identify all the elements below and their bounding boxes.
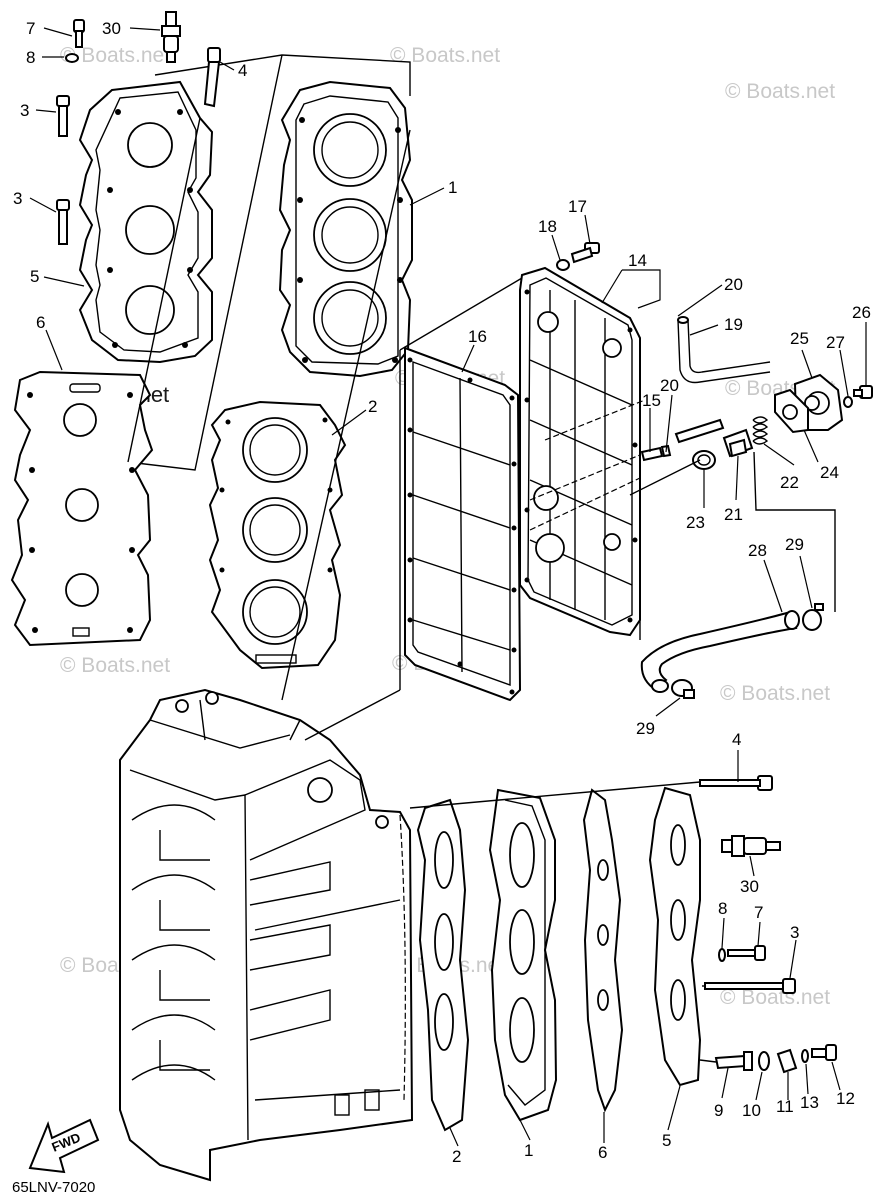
gasket-plate-bottom-6 [582,788,624,1113]
bolt-3-top-a [56,95,70,137]
bolt-7-bottom [727,945,766,961]
callout-15: 15 [642,391,661,410]
callout-20: 20 [724,275,743,294]
callout-2: 2 [368,397,377,416]
leader-lines [29,27,867,1147]
spark-plug-30-bottom [721,835,781,857]
bolt-4-top [203,47,221,108]
spring-22 [752,416,769,445]
callout-21: 21 [724,505,743,524]
callout-22: 22 [780,473,799,492]
callout-30: 30 [102,19,121,38]
callout-7: 7 [754,903,763,922]
watermark: © Boats.net [725,80,835,103]
callout-numbers: 7 30 8 4 3 3 5 6 1 2 17 18 14 20 19 26 2… [13,19,871,1166]
watermark: © Boats.net [720,986,830,1009]
spark-plug-30-top [161,11,181,63]
callout-16: 16 [468,327,487,346]
gasket-plate-top [10,370,154,647]
cap-11 [776,1048,798,1074]
callout-5: 5 [662,1131,671,1150]
bolt-3-top-b [56,199,70,245]
diagram-code: 65LNV-7020 [12,1179,95,1196]
callout-13: 13 [800,1093,819,1112]
pin-9 [714,1051,753,1071]
clamp-29-b [671,679,695,699]
hose-19 [677,316,771,384]
callout-18: 18 [538,217,557,236]
callout-11: 11 [776,1097,794,1116]
watermark: © Boats.net [60,44,170,67]
head-cover-top [278,80,413,378]
exhaust-cover-outer-top [78,80,214,364]
head-gasket-top [208,400,347,670]
thermostat-21 [722,428,754,458]
callout-6: 6 [36,313,45,332]
washer-8-top [65,53,79,63]
callout-29: 29 [636,719,655,738]
assembly-guide-lines [127,117,836,1063]
callout-8: 8 [718,899,727,918]
exhaust-cover-bottom-5 [648,786,702,1087]
assembly-bracket-line [127,54,283,471]
callout-4: 4 [238,61,247,80]
callout-14: 14 [628,251,647,270]
bolt-17 [570,242,600,264]
callout-27: 27 [826,333,845,352]
washer-10 [758,1051,770,1071]
pin-20 [674,418,725,444]
callout-4: 4 [732,730,741,749]
washer-27 [843,396,853,408]
clamp-29-a [802,603,824,631]
hose-28 [640,610,800,693]
callout-3: 3 [13,189,22,208]
callout-26: 26 [852,303,871,322]
seal-23 [692,450,716,470]
cylinder-block [119,688,414,1182]
callout-5: 5 [30,267,39,286]
callout-19: 19 [724,315,743,334]
washer-13 [801,1049,809,1063]
callout-25: 25 [790,329,809,348]
fwd-arrow-icon: FWD [28,1118,100,1174]
callout-29: 29 [785,535,804,554]
watermark: © Boats.net [60,654,170,677]
pin-15 [640,444,672,462]
callout-17: 17 [568,197,587,216]
bolt-26 [853,385,873,399]
callout-8: 8 [26,48,35,67]
callout-1: 1 [524,1141,533,1160]
callout-30: 30 [740,877,759,896]
callout-3: 3 [790,923,799,942]
callout-28: 28 [748,541,767,560]
bolt-4-bottom [699,775,773,791]
callout-7: 7 [26,19,35,38]
callout-6: 6 [598,1143,607,1162]
callout-24: 24 [820,463,839,482]
gasket-24 [774,388,809,434]
callout-23: 23 [686,513,705,532]
callout-12: 12 [836,1089,855,1108]
exhaust-cover-14 [519,266,641,637]
callout-1: 1 [448,178,457,197]
cover-gasket-16 [404,346,522,702]
callout-2: 2 [452,1147,461,1166]
head-bottom-1 [488,788,558,1122]
bolt-12 [811,1044,837,1061]
callout-9: 9 [714,1101,723,1120]
watermark: © Boats.net [390,44,500,67]
bolt-7-top [73,19,85,48]
watermark: © Boats.net [720,682,830,705]
head-gasket-bottom-2 [416,798,470,1132]
washer-18 [556,259,570,271]
callout-3: 3 [20,101,29,120]
callout-20: 20 [660,376,679,395]
callout-10: 10 [742,1101,761,1120]
washer-8-bottom [718,948,726,962]
